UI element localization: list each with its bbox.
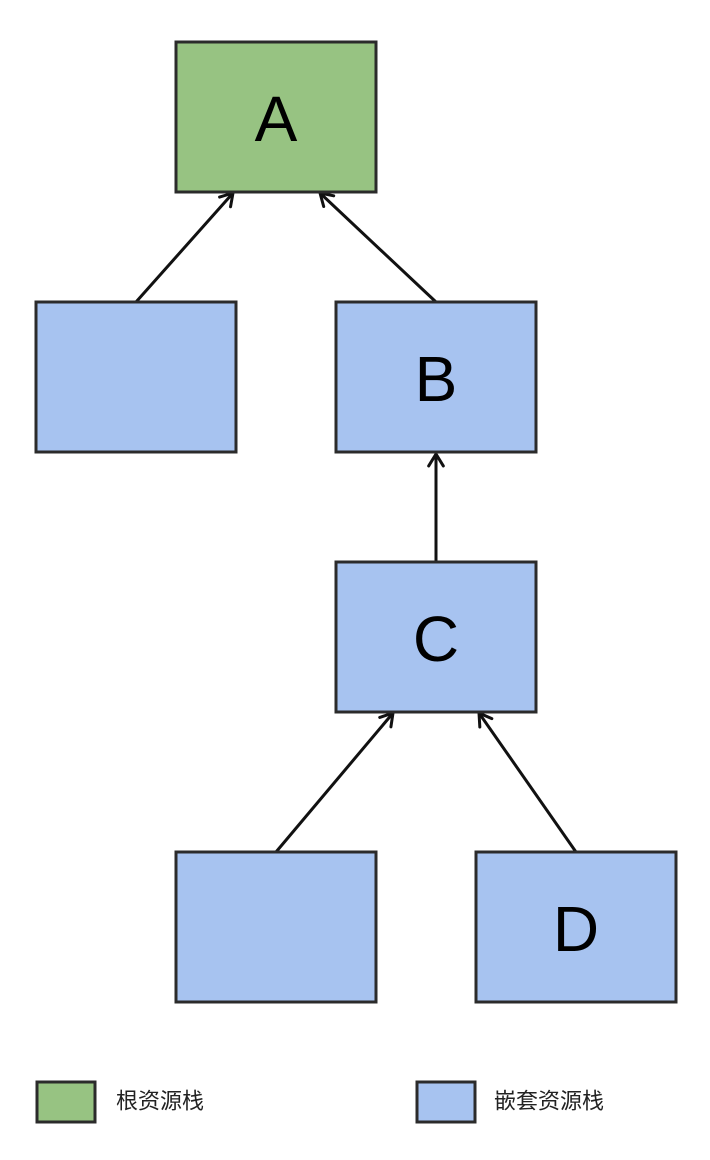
nodes: A B C D [34,40,678,1004]
arrow-head-icon [427,452,445,468]
edge-D-to-C [477,711,578,853]
edge-left-1-to-A [134,191,235,303]
stack-node-label: C [413,603,459,675]
edge-B-to-A [318,191,438,304]
stack-node-d: D [474,850,678,1004]
edge-C-to-B [427,452,445,562]
stack-node-box [174,40,378,194]
edge-line [477,712,578,853]
edge-left-2-to-C [274,711,395,853]
legend-label-nested: 嵌套资源栈 [494,1090,604,1115]
edges [134,191,578,853]
legend-swatch-root [35,1080,97,1124]
stack-node-c: C [334,560,538,714]
edge-line [274,712,395,853]
legend-swatch-nested [415,1080,477,1124]
stack-node-left-1 [34,300,238,454]
stack-node-box [334,560,538,714]
legend-label-root: 根资源栈 [116,1090,204,1115]
stack-node-label: B [415,343,458,415]
stack-node-box [34,300,238,454]
legend-item-nested: 嵌套资源栈 [415,1080,604,1124]
stack-node-a: A [174,40,378,194]
legend-item-root: 根资源栈 [35,1080,204,1124]
stack-node-left-2 [174,850,378,1004]
stack-node-label: D [553,893,599,965]
stack-node-label: A [255,83,298,155]
edge-line [134,192,235,303]
stack-node-b: B [334,300,538,454]
stack-node-box [334,300,538,454]
stack-node-box [474,850,678,1004]
stack-node-box [174,850,378,1004]
legend: 根资源栈 嵌套资源栈 [35,1080,604,1124]
edge-line [318,191,438,304]
